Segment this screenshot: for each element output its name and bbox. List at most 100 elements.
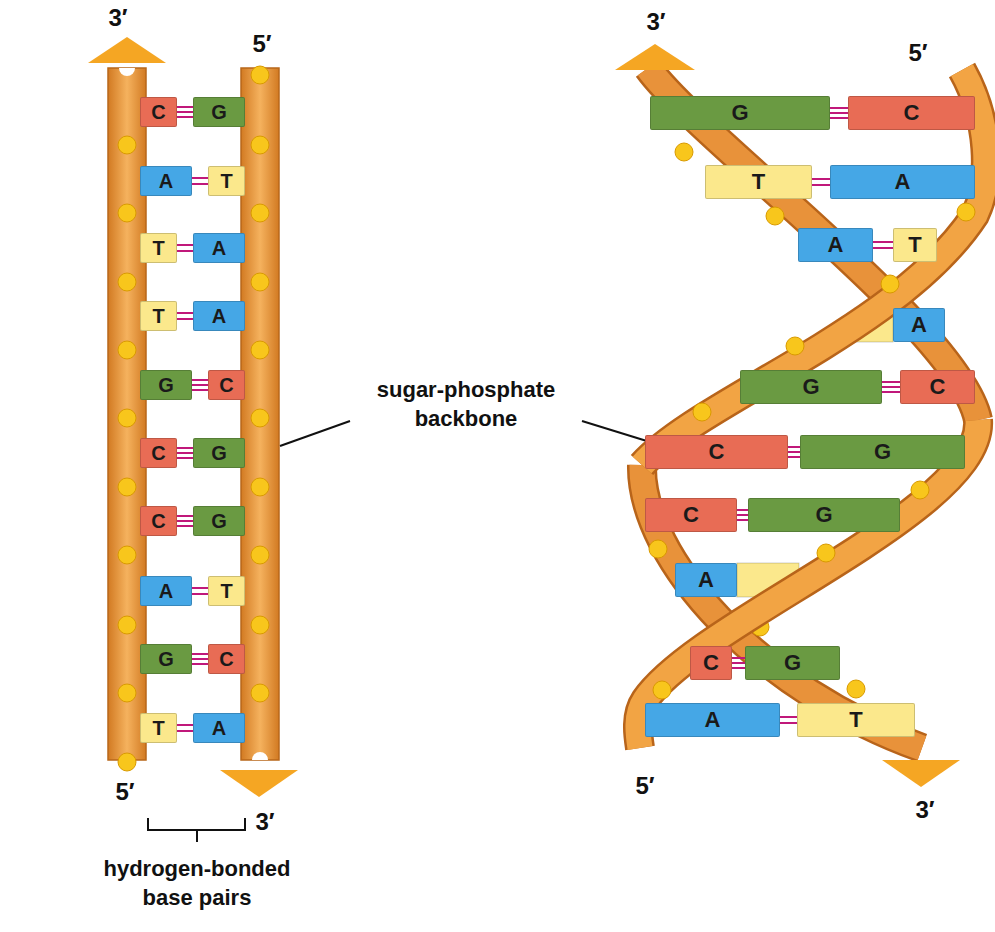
phosphate-dot — [251, 273, 269, 291]
base-letter: A — [895, 171, 911, 193]
bond-stroke — [192, 663, 208, 665]
nucleotide-base: A — [193, 713, 245, 743]
phosphate-dot — [118, 684, 136, 702]
base-letter: G — [158, 375, 174, 395]
bond-stroke — [177, 111, 193, 113]
nucleotide-base: T — [208, 576, 245, 606]
bond-stroke — [177, 318, 193, 320]
base-letter: G — [211, 443, 227, 463]
nucleotide-base: T — [140, 713, 177, 743]
base-letter: T — [220, 171, 232, 191]
base-letter: G — [802, 376, 819, 398]
base-letter: C — [219, 375, 233, 395]
nucleotide-base: A — [645, 703, 780, 737]
phosphate-dot — [786, 337, 804, 355]
callout-label: hydrogen-bonded base pairs — [90, 855, 305, 912]
callout-label: sugar-phosphate backbone — [359, 376, 574, 433]
hydrogen-bond — [830, 108, 848, 118]
base-letter: A — [212, 718, 226, 738]
hydrogen-bond — [177, 725, 193, 731]
strand-end-label: 3′ — [895, 794, 955, 825]
hydrogen-bond — [192, 654, 208, 664]
bond-stroke — [177, 457, 193, 459]
base-letter: C — [151, 102, 165, 122]
nucleotide-base: C — [690, 646, 732, 680]
nucleotide-base: A — [140, 166, 192, 196]
hydrogen-bond — [873, 242, 893, 248]
phosphate-dot — [766, 207, 784, 225]
base-letter: G — [815, 504, 832, 526]
bond-stroke — [177, 452, 193, 454]
nucleotide-base: T — [893, 228, 937, 262]
nucleotide-base: G — [745, 646, 840, 680]
bond-stroke — [788, 451, 800, 453]
base-letter: G — [211, 511, 227, 531]
hydrogen-bond — [812, 179, 830, 185]
phosphate-dot — [118, 478, 136, 496]
backbone-ribbon — [642, 70, 986, 465]
bond-stroke — [788, 446, 800, 448]
bond-stroke — [732, 667, 745, 669]
base-letter: G — [874, 441, 891, 463]
bond-stroke — [192, 587, 208, 589]
phosphate-dot — [957, 203, 975, 221]
nucleotide-base: G — [650, 96, 830, 130]
phosphate-dot — [653, 681, 671, 699]
bond-stroke — [177, 515, 193, 517]
phosphate-dot — [251, 616, 269, 634]
bond-stroke — [737, 509, 748, 511]
nucleotide-base: G — [140, 370, 192, 400]
hydrogen-bond — [732, 658, 745, 668]
phosphate-dot — [118, 753, 136, 771]
base-letter: A — [911, 314, 927, 336]
base-letter: G — [211, 102, 227, 122]
phosphate-dot — [251, 204, 269, 222]
backbone-ribbon — [638, 420, 978, 748]
base-letter: T — [152, 718, 164, 738]
bond-stroke — [177, 250, 193, 252]
bond-stroke — [192, 379, 208, 381]
hydrogen-bond — [177, 448, 193, 458]
bond-stroke — [780, 722, 797, 724]
backbone-ribbon — [642, 70, 986, 465]
bond-stroke — [192, 593, 208, 595]
nucleotide-base: G — [140, 644, 192, 674]
strand-arrowhead — [882, 760, 960, 787]
nucleotide-base: A — [893, 308, 945, 342]
hydrogen-bond — [177, 516, 193, 526]
leader-line — [280, 421, 350, 446]
phosphate-dot — [847, 680, 865, 698]
nucleotide-base: G — [193, 97, 245, 127]
base-letter: G — [784, 652, 801, 674]
bond-stroke — [177, 730, 193, 732]
bond-stroke — [732, 662, 745, 664]
base-letter: C — [683, 504, 699, 526]
phosphate-dot — [118, 341, 136, 359]
bond-stroke — [830, 107, 848, 109]
nucleotide-base: C — [645, 435, 788, 469]
leader-line — [582, 421, 650, 442]
strand-end-label: 5′ — [232, 28, 292, 59]
bond-stroke — [177, 447, 193, 449]
phosphate-dot — [251, 409, 269, 427]
nucleotide-base: T — [208, 166, 245, 196]
bond-stroke — [177, 106, 193, 108]
base-letter: C — [703, 652, 719, 674]
nucleotide-base: T — [140, 233, 177, 263]
base-letter: G — [158, 649, 174, 669]
phosphate-dot — [118, 204, 136, 222]
bond-stroke — [812, 178, 830, 180]
phosphate-dot — [251, 136, 269, 154]
nucleotide-base: A — [140, 576, 192, 606]
phosphate-dot — [251, 341, 269, 359]
strand-end-label: 3′ — [88, 2, 148, 33]
rail-notch — [119, 68, 135, 76]
bracket — [148, 818, 245, 842]
bond-stroke — [830, 117, 848, 119]
nucleotide-base: C — [645, 498, 737, 532]
bond-stroke — [192, 653, 208, 655]
bond-stroke — [192, 183, 208, 185]
hydrogen-bond — [192, 380, 208, 390]
bond-stroke — [177, 520, 193, 522]
